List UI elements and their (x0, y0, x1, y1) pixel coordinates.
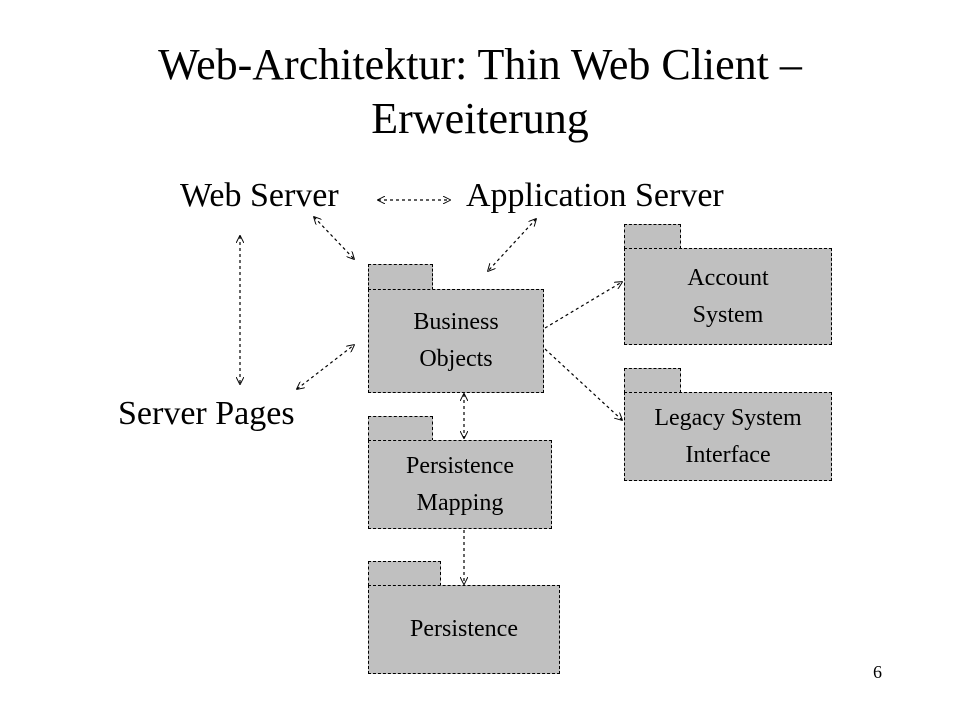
arrow-serverpages-business (297, 345, 354, 389)
package-body: Business Objects (368, 289, 544, 393)
package-body: Legacy System Interface (624, 392, 832, 481)
package-tab (368, 561, 441, 586)
arrow-business-account (544, 282, 622, 329)
application-server-label: Application Server (466, 177, 724, 214)
arrow-appserver-business (488, 219, 536, 271)
package-tab (368, 264, 433, 290)
package-tab (624, 368, 681, 393)
package-body: Persistence Mapping (368, 440, 552, 529)
slide-title: Web-Architektur: Thin Web Client – Erwei… (0, 38, 960, 146)
package-body: Persistence (368, 585, 560, 674)
title-line-1: Web-Architektur: Thin Web Client – (158, 40, 802, 89)
web-server-label: Web Server (180, 177, 339, 214)
page-number: 6 (873, 662, 882, 682)
package-body: Account System (624, 248, 832, 345)
title-line-2: Erweiterung (371, 94, 589, 143)
server-pages-label: Server Pages (118, 395, 295, 432)
package-tab (368, 416, 433, 441)
arrow-webserver-business (314, 217, 354, 259)
arrow-business-legacy (544, 348, 622, 420)
